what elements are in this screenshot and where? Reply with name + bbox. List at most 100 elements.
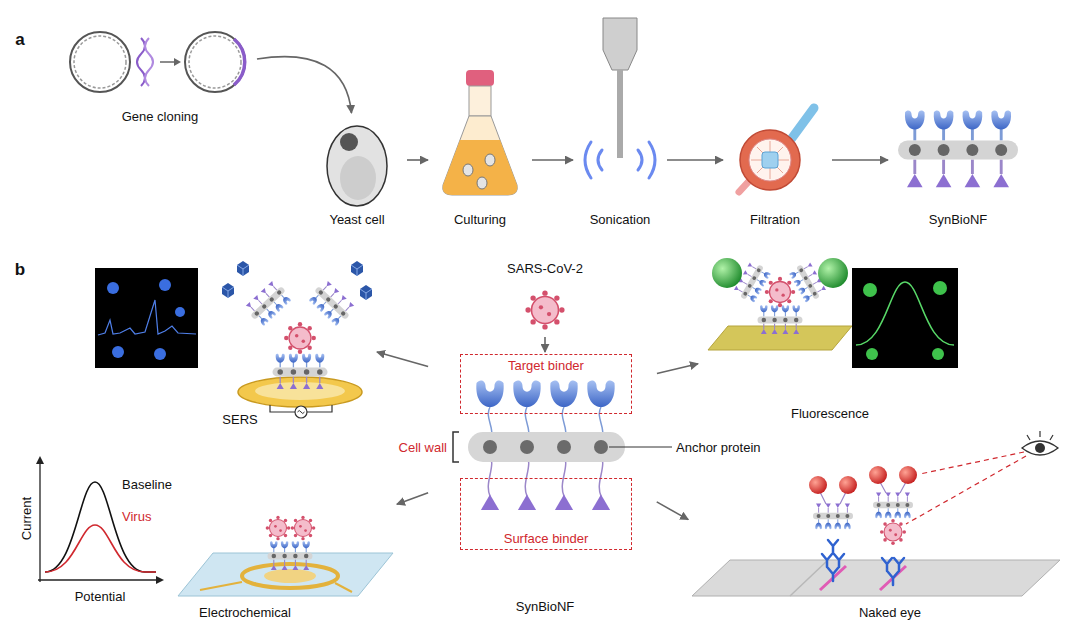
- signal-dot: [863, 283, 877, 297]
- arrow-connector: [257, 57, 352, 113]
- ac-source: [295, 406, 307, 418]
- baseline-curve: [45, 482, 156, 572]
- surface-binder-triangle: [555, 495, 573, 510]
- lateral-flow-strip: [692, 560, 1060, 596]
- plasmid: [185, 32, 245, 92]
- yeast-vacuole: [340, 156, 376, 200]
- plasmid: [70, 32, 130, 92]
- gold-nanoparticle: [839, 476, 857, 494]
- node-text: Target binder: [508, 358, 584, 373]
- binder-cup: [513, 380, 540, 407]
- node-text: SynBioNF: [929, 212, 988, 227]
- virus-curve: [45, 525, 156, 572]
- eye-iris: [1035, 443, 1045, 453]
- axis-label: Potential: [75, 589, 126, 604]
- gold-nanoparticle: [809, 476, 827, 494]
- node-text: Gene cloning: [122, 109, 199, 124]
- sers-nanotag: [360, 285, 372, 300]
- sers-spectrum-panel: [95, 268, 198, 368]
- step-node: SynBioNF: [890, 100, 1030, 228]
- filter-spokes: [751, 141, 789, 179]
- node-text: SynBioNF: [516, 599, 575, 614]
- synbionf-construct: [307, 279, 357, 328]
- surface-binder-triangle: [518, 495, 536, 510]
- sonicator-probe: [617, 70, 623, 158]
- method-panel: Naked eye: [690, 465, 1070, 625]
- cultured-cell: [463, 164, 473, 176]
- arrow-connector: [657, 502, 689, 520]
- step-node: Filtration: [725, 90, 830, 228]
- fluorescence-panel: [852, 268, 958, 368]
- node-text: Filtration: [750, 212, 800, 227]
- signal-dot: [154, 348, 166, 360]
- antibody: [882, 558, 892, 571]
- gold-nanoparticle: [899, 466, 917, 484]
- sers-nanotag: [222, 283, 234, 298]
- arrow-connector: [377, 352, 428, 367]
- arrow-connector: [532, 159, 573, 161]
- eyelash: [1027, 431, 1053, 440]
- flask-neck: [469, 86, 491, 116]
- fluorescence-curve: [856, 282, 954, 345]
- node-text: Sonication: [590, 212, 651, 227]
- antibody: [888, 572, 898, 585]
- sonicator-horn: [603, 18, 637, 70]
- synbionf-construct: [273, 354, 328, 389]
- panel-label: a: [15, 30, 24, 50]
- yeast-nucleus: [340, 133, 358, 151]
- signal-dot: [933, 281, 947, 295]
- node-text: Culturing: [454, 212, 506, 227]
- method-panel: SERS: [90, 235, 375, 430]
- axis: [38, 579, 158, 580]
- filter-hub: [762, 152, 778, 168]
- node-text: Yeast cell: [329, 212, 384, 227]
- test-line: [820, 566, 906, 590]
- gene-insert: [145, 38, 153, 86]
- working-electrode: [264, 569, 316, 583]
- sound-wave: [585, 142, 655, 178]
- substrate-slab: [708, 326, 852, 350]
- arrow-connector: [397, 493, 428, 505]
- arrow-connector: [407, 159, 428, 161]
- target-node: SARS-CoV-2: [495, 258, 595, 335]
- anchor-protein: [483, 440, 497, 454]
- sers-nanotag: [237, 261, 249, 276]
- synbionf-construct: [873, 493, 913, 519]
- gold-nanoparticle: [869, 466, 887, 484]
- synbionf-construct: [268, 541, 313, 570]
- fluorescent-bead: [818, 258, 848, 288]
- signal-dot: [866, 348, 878, 360]
- strip-pad-edge: [790, 560, 828, 596]
- axis-arrowhead: [36, 456, 44, 464]
- node-text: SERS: [222, 412, 257, 427]
- synbionf-construct: [813, 504, 853, 530]
- axis-arrowhead: [156, 576, 164, 584]
- culture-medium: [443, 140, 518, 195]
- gold-electrode-inner: [255, 382, 345, 400]
- virus: [291, 516, 316, 541]
- eye: [1022, 441, 1058, 455]
- structure-label: Cell wall: [399, 440, 447, 455]
- step-node: Culturing: [430, 60, 530, 228]
- cell-wall-band: [468, 432, 625, 462]
- step-node: Yeast cell: [310, 115, 405, 228]
- plasmid-strand: [189, 36, 241, 88]
- synbionf-construct: [243, 279, 293, 328]
- antibody: [828, 540, 838, 553]
- signal-dot: [112, 346, 124, 358]
- curve-label: Baseline: [122, 477, 172, 492]
- signal-dot: [107, 282, 119, 294]
- arrow-connector: [667, 159, 723, 161]
- leader-line: [609, 447, 672, 448]
- binder-cup: [476, 380, 503, 407]
- binder-box: Surface binder: [460, 478, 632, 550]
- particle-link: [880, 482, 906, 493]
- gene-insert: [137, 38, 145, 86]
- binder-cup: [550, 380, 577, 407]
- virus: [284, 322, 316, 354]
- antibody: [822, 554, 832, 567]
- filter-tube: [792, 108, 814, 138]
- node-text: Naked eye: [859, 605, 921, 620]
- axis: [39, 462, 40, 582]
- synbionf-construct: [898, 110, 1018, 187]
